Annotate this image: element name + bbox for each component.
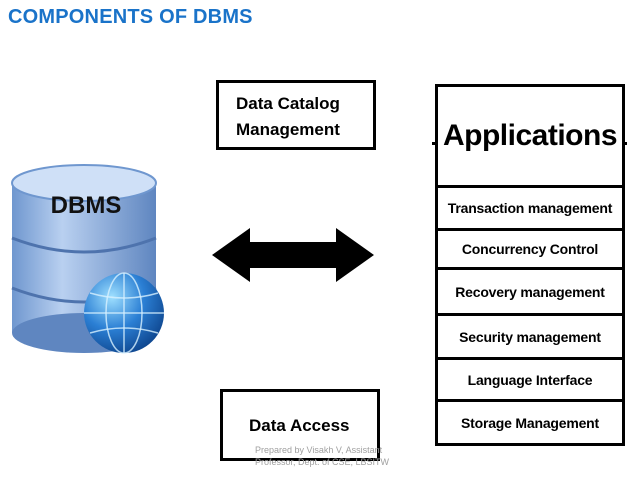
data-access-label: Data Access [249,416,350,435]
footer-line-1: Prepared by Visakh V, Assistant [255,445,383,455]
dbms-label: DBMS [51,192,122,219]
applications-heading: Applications [442,119,618,152]
catalog-line-2: Management [236,120,340,139]
app-item-security-management: Security management [438,313,622,357]
app-item-storage-management: Storage Management [438,399,622,443]
bullet-dot [624,142,627,145]
slide-title: COMPONENTS OF DBMS [8,6,253,28]
bullet-dot [432,142,435,145]
globe-icon [84,272,164,354]
data-access-box: Data Access [220,389,380,461]
catalog-line-1: Data Catalog [236,94,340,113]
footer-note: Prepared by Visakh V, Assistant Professo… [255,444,395,468]
app-item-language-interface: Language Interface [438,357,622,399]
app-item-transaction-management: Transaction management [438,185,622,228]
app-item-recovery-management: Recovery management [438,267,622,313]
applications-stack: Applications Transaction management Conc… [435,84,625,446]
double-headed-arrow-icon [212,228,374,282]
data-catalog-management-box: Data Catalog Management [216,80,376,150]
app-item-concurrency-control: Concurrency Control [438,228,622,267]
footer-line-2: Professor, Dept. of CSE, LBSITW [255,457,390,467]
dbms-database-icon: DBMS [6,163,166,363]
